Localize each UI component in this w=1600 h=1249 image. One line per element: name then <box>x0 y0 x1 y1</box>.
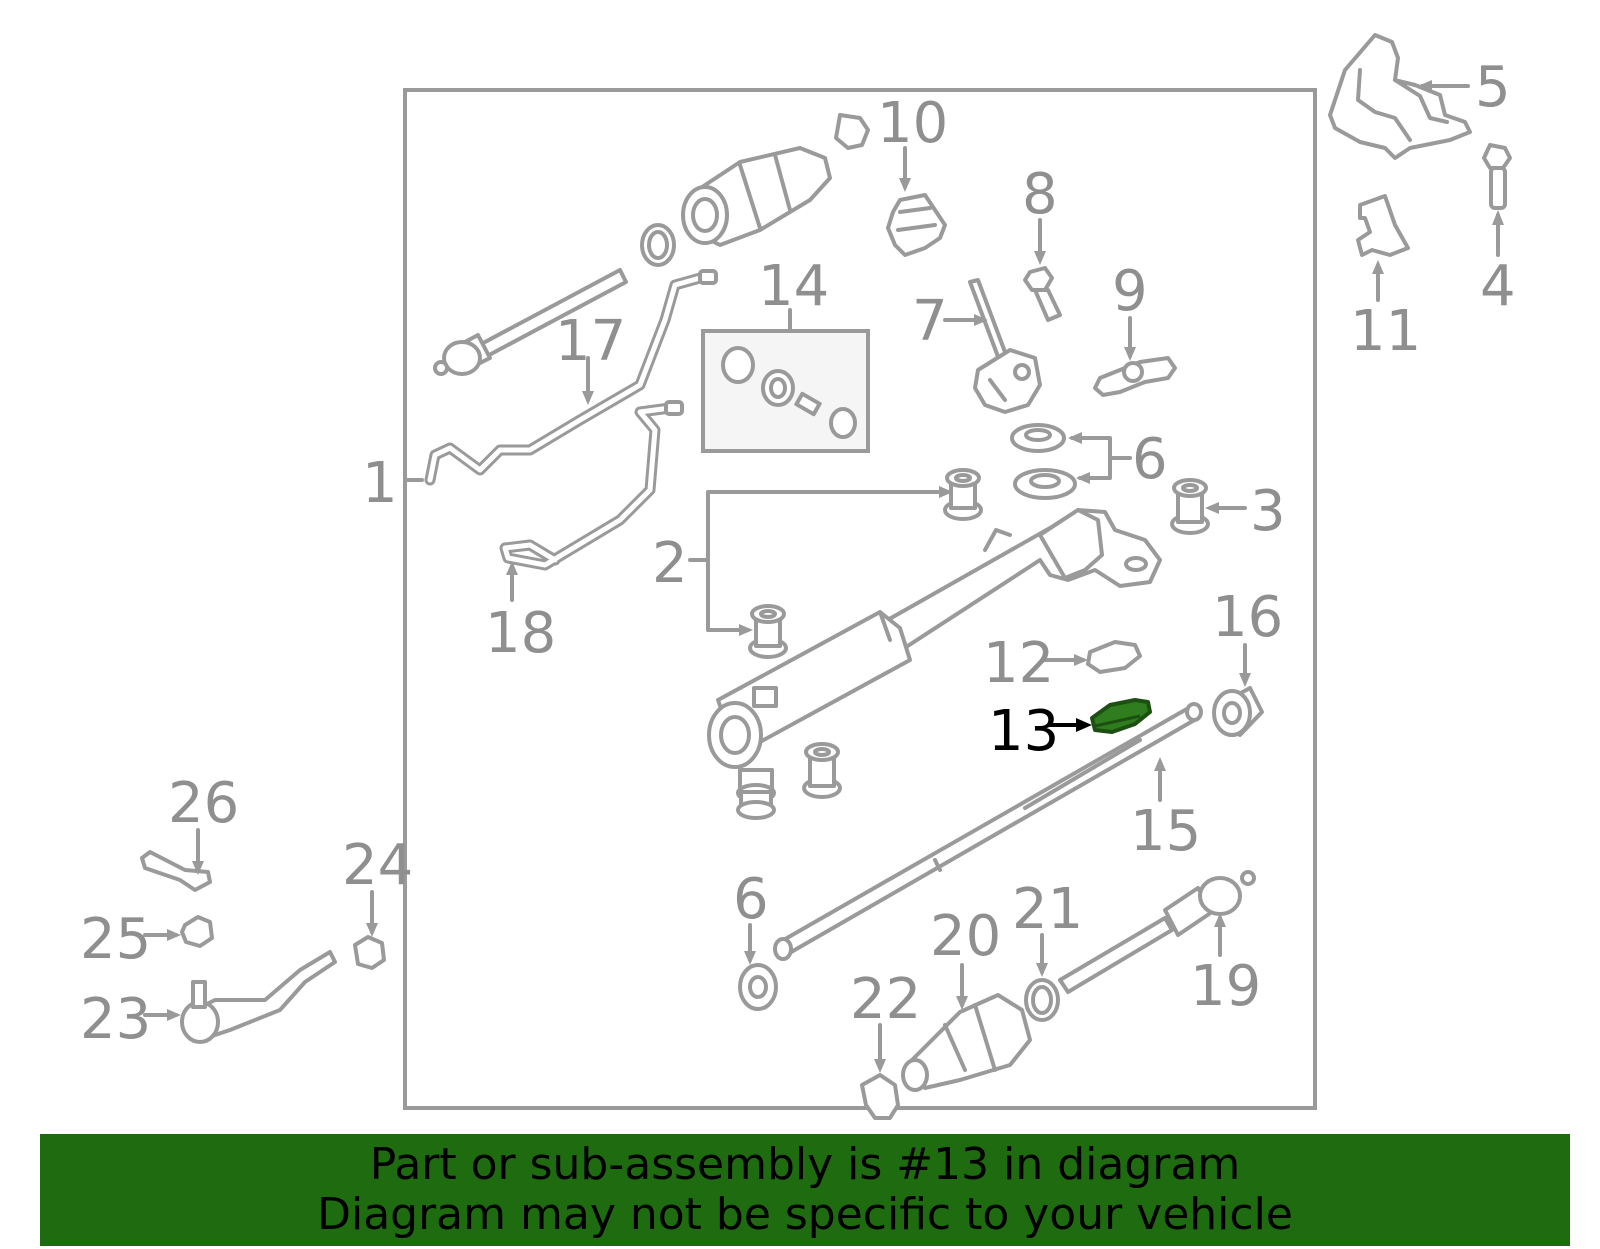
callout-7: 7 <box>912 289 988 354</box>
callout-6-upper: 6 <box>1068 427 1168 492</box>
part-17-pipe[interactable] <box>424 269 718 486</box>
part-upper-tie-rod[interactable] <box>433 268 628 376</box>
svg-text:3: 3 <box>1250 479 1286 544</box>
svg-text:12: 12 <box>983 631 1054 696</box>
part-4-bolt[interactable] <box>1482 143 1512 210</box>
part-15-rack[interactable] <box>773 702 1203 961</box>
part-5-splash-shield[interactable] <box>1328 33 1472 160</box>
part-upper-boot[interactable] <box>640 113 870 267</box>
callout-25: 25 <box>80 907 181 972</box>
callout-5: 5 <box>1418 55 1511 120</box>
assembly-frame <box>403 88 1317 1110</box>
banner-line-2: Diagram may not be specific to your vehi… <box>317 1189 1293 1240</box>
part-21-clamp[interactable] <box>1024 978 1060 1022</box>
svg-text:8: 8 <box>1022 162 1058 227</box>
part-7-pinion-shaft[interactable] <box>968 278 1042 414</box>
callout-23: 23 <box>80 987 181 1052</box>
part-6-washers[interactable] <box>1010 423 1077 500</box>
svg-text:10: 10 <box>877 91 948 156</box>
part-14-repair-kit[interactable] <box>701 329 870 453</box>
part-11-clip[interactable] <box>1356 194 1410 257</box>
part-26-clip[interactable] <box>140 850 212 892</box>
part-10-bracket[interactable] <box>886 193 947 257</box>
callout-4: 4 <box>1480 210 1516 319</box>
part-13-highlighted[interactable] <box>1090 698 1152 734</box>
part-6-lower-washer[interactable] <box>738 963 778 1011</box>
svg-text:5: 5 <box>1475 55 1511 120</box>
callout-17: 17 <box>555 309 626 405</box>
svg-text:2: 2 <box>652 531 688 596</box>
svg-text:21: 21 <box>1012 877 1083 942</box>
part-22-clip[interactable] <box>860 1073 900 1120</box>
part-info-banner: Part or sub-assembly is #13 in diagram D… <box>40 1134 1570 1246</box>
svg-text:26: 26 <box>168 771 239 836</box>
part-2-bushings[interactable] <box>748 468 983 659</box>
part-24-nut[interactable] <box>353 935 386 970</box>
svg-text:25: 25 <box>80 907 151 972</box>
callout-24: 24 <box>342 833 413 937</box>
callout-9: 9 <box>1112 259 1148 361</box>
callout-22: 22 <box>850 967 921 1073</box>
callout-15: 15 <box>1130 757 1201 864</box>
callout-1: 1 <box>362 451 424 516</box>
part-20-boot[interactable] <box>901 993 1032 1092</box>
svg-text:19: 19 <box>1190 954 1261 1019</box>
callout-16: 16 <box>1212 585 1283 687</box>
svg-text:15: 15 <box>1130 799 1201 864</box>
callout-3: 3 <box>1205 479 1286 544</box>
svg-text:18: 18 <box>485 601 556 666</box>
part-16-bushing[interactable] <box>1212 686 1264 737</box>
svg-text:6: 6 <box>733 867 769 932</box>
svg-text:17: 17 <box>555 309 626 374</box>
svg-text:16: 16 <box>1212 585 1283 650</box>
svg-text:11: 11 <box>1350 299 1421 364</box>
part-12-nut[interactable] <box>1086 640 1142 674</box>
svg-text:4: 4 <box>1480 254 1516 319</box>
callout-18: 18 <box>485 561 556 666</box>
svg-text:1: 1 <box>362 451 398 516</box>
callout-21: 21 <box>1012 877 1083 977</box>
part-23-tie-rod-end[interactable] <box>180 950 337 1044</box>
callout-20: 20 <box>930 904 1001 1010</box>
callout-11: 11 <box>1350 260 1421 364</box>
part-25-nut[interactable] <box>180 915 214 948</box>
callout-6-lower: 6 <box>733 867 769 965</box>
callout-19: 19 <box>1190 913 1261 1019</box>
part-8-bolt[interactable] <box>1023 266 1062 322</box>
part-9-sensor[interactable] <box>1093 356 1177 397</box>
svg-text:23: 23 <box>80 987 151 1052</box>
svg-text:6: 6 <box>1132 427 1168 492</box>
svg-text:24: 24 <box>342 833 413 898</box>
svg-text:22: 22 <box>850 967 921 1032</box>
callout-8: 8 <box>1022 162 1058 265</box>
svg-text:20: 20 <box>930 904 1001 969</box>
part-3-bushing[interactable] <box>1170 478 1210 535</box>
callout-13: 13 <box>988 699 1092 764</box>
callout-12: 12 <box>983 631 1088 696</box>
svg-text:14: 14 <box>758 254 829 319</box>
part-18-pipe[interactable] <box>499 400 684 571</box>
callout-26: 26 <box>168 771 239 875</box>
callout-2: 2 <box>652 486 953 636</box>
svg-text:9: 9 <box>1112 259 1148 324</box>
callout-10: 10 <box>877 91 948 192</box>
callout-14: 14 <box>758 254 829 333</box>
steering-gear-housing[interactable] <box>707 508 1162 820</box>
banner-line-1: Part or sub-assembly is #13 in diagram <box>369 1139 1241 1190</box>
svg-text:7: 7 <box>912 289 948 354</box>
part-2-lower-bushing[interactable] <box>802 742 842 799</box>
svg-text:13: 13 <box>988 699 1059 764</box>
